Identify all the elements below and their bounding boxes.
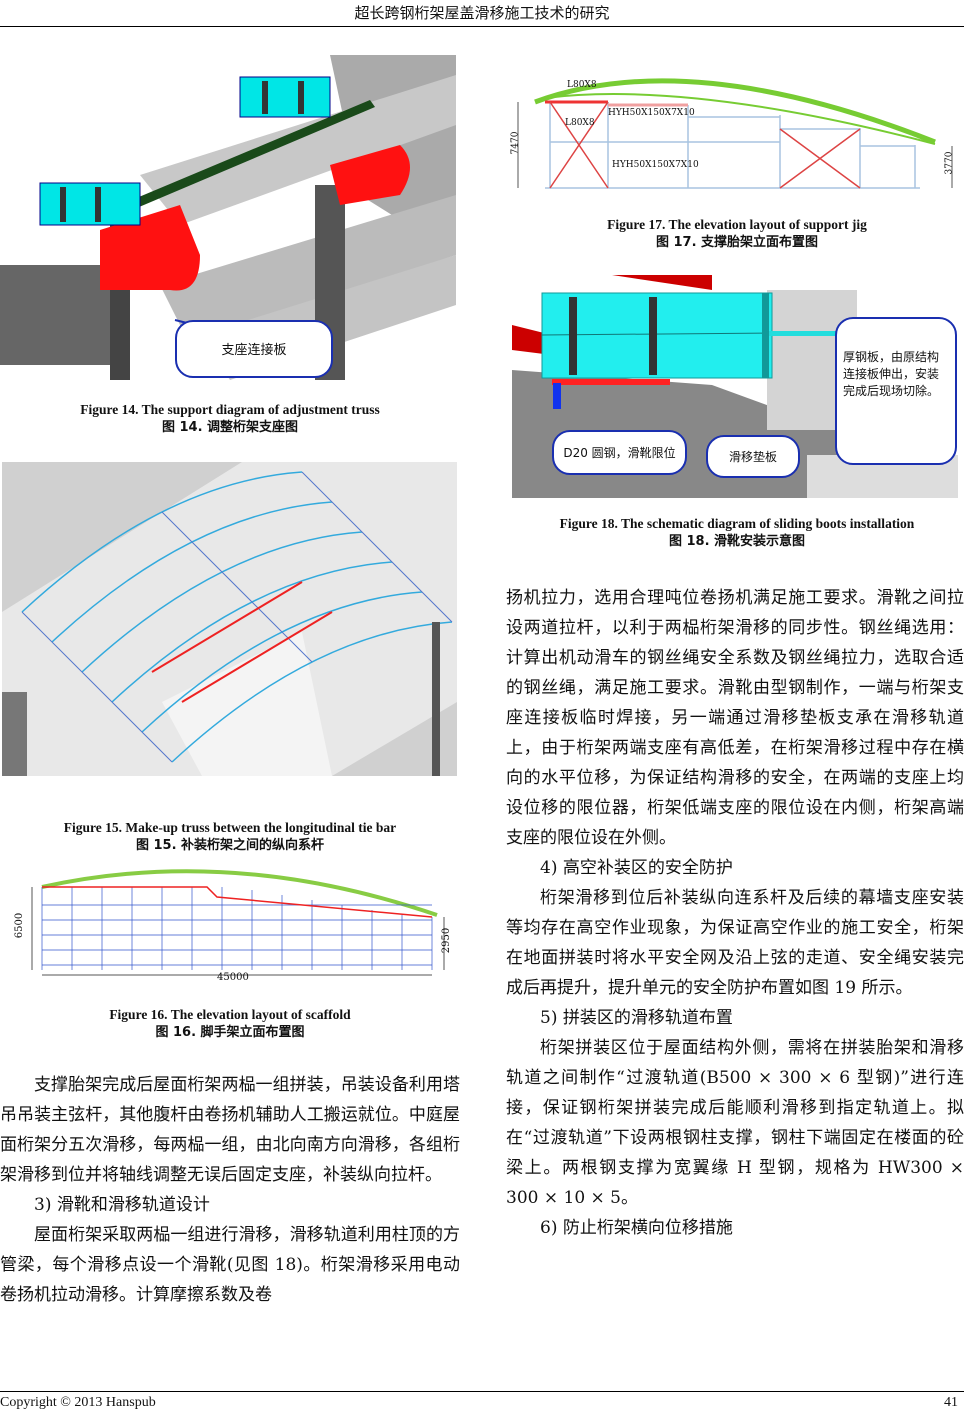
caption-zh: 图 16. 脚手架立面布置图 [155,1025,305,1040]
footer-rule [0,1391,964,1392]
figure-15-caption: Figure 15. Make-up truss between the lon… [0,819,460,855]
running-header: 超长跨钢桁架屋盖滑移施工技术的研究 [354,4,610,22]
fig18-callout-rod: D20 圆钢，滑靴限位 [552,430,687,475]
section-heading: 4) 高空补装区的安全防护 [540,858,733,878]
figure-14-caption: Figure 14. The support diagram of adjust… [0,401,460,437]
caption-en: Figure 14. The support diagram of adjust… [80,402,380,417]
section-heading: 6) 防止桁架横向位移措施 [540,1218,733,1238]
fig18-callout-pad: 滑移垫板 [706,435,800,478]
caption-zh: 图 18. 滑靴安装示意图 [668,534,806,549]
fig17-label-l2: L80X8 [565,118,595,128]
fig17-dim-right: 3770 [944,151,955,175]
figure-16-caption: Figure 16. The elevation layout of scaff… [0,1006,460,1042]
fig18-callout-plate: 厚钢板，由原结构连接板伸出，安装完成后现场切除。 [835,317,957,465]
fig14-callout: 支座连接板 [175,320,333,378]
figure-14-image: 支座连接板 [0,55,456,380]
footer-copyright: Copyright © 2013 Hanspub [0,1395,156,1410]
figure-15-image [2,462,457,776]
fig16-dim-width: 45000 [217,972,249,983]
paragraph: 支撑胎架完成后屋面桁架两榀一组拼装，吊装设备利用塔吊吊装主弦杆，其他腹杆由卷扬机… [0,1075,460,1185]
caption-en: Figure 17. The elevation layout of suppo… [607,217,867,232]
caption-en: Figure 18. The schematic diagram of slid… [559,516,915,531]
section-heading: 3) 滑靴和滑移轨道设计 [34,1195,210,1215]
paragraph: 屋面桁架采取两榀一组进行滑移，滑移轨道利用柱顶的方管梁，每个滑移点设一个滑靴(见… [0,1225,460,1305]
caption-en: Figure 15. Make-up truss between the lon… [63,820,397,835]
right-column-text: 扬机拉力，选用合理吨位卷扬机满足施工要求。滑靴之间拉设两道拉杆，以利于两榀桁架滑… [506,583,964,1243]
caption-zh: 图 17. 支撑胎架立面布置图 [655,235,819,250]
caption-en: Figure 16. The elevation layout of scaff… [109,1007,351,1022]
section-heading: 5) 拼装区的滑移轨道布置 [540,1008,733,1028]
header-rule [0,26,964,27]
figure-16-image: 6500 2950 45000 [2,855,457,990]
paragraph: 扬机拉力，选用合理吨位卷扬机满足施工要求。滑靴之间拉设两道拉杆，以利于两榀桁架滑… [506,588,964,848]
fig17-label-h2: HYH50X150X7X10 [612,160,699,170]
fig16-dim-right: 2950 [441,927,453,954]
paragraph: 桁架拼装区位于屋面结构外侧，需将在拼装胎架和滑移轨道之间制作“过渡轨道(B500… [506,1038,964,1208]
figure-18-image: 厚钢板，由原结构连接板伸出，安装完成后现场切除。 D20 圆钢，滑靴限位 滑移垫… [512,275,958,498]
figure-17-caption: Figure 17. The elevation layout of suppo… [510,216,964,252]
fig17-label-h1: HYH50X150X7X10 [608,108,695,118]
page-number: 41 [944,1395,958,1410]
paragraph: 桁架滑移到位后补装纵向连系杆及后续的幕墙支座安装等均存在高空作业现象，为保证高空… [506,888,964,998]
fig16-dim-height: 6500 [14,912,26,939]
fig17-label-l1: L80X8 [567,80,597,90]
caption-zh: 图 15. 补装桁架之间的纵向系杆 [135,838,325,853]
left-column-text: 支撑胎架完成后屋面桁架两榀一组拼装，吊装设备利用塔吊吊装主弦杆，其他腹杆由卷扬机… [0,1070,460,1310]
figure-18-caption: Figure 18. The schematic diagram of slid… [510,515,964,551]
caption-zh: 图 14. 调整桁架支座图 [161,420,299,435]
fig17-dim-left: 7470 [510,131,521,155]
figure-17-image: L80X8 L80X8 HYH50X150X7X10 HYH50X150X7X1… [510,60,960,192]
